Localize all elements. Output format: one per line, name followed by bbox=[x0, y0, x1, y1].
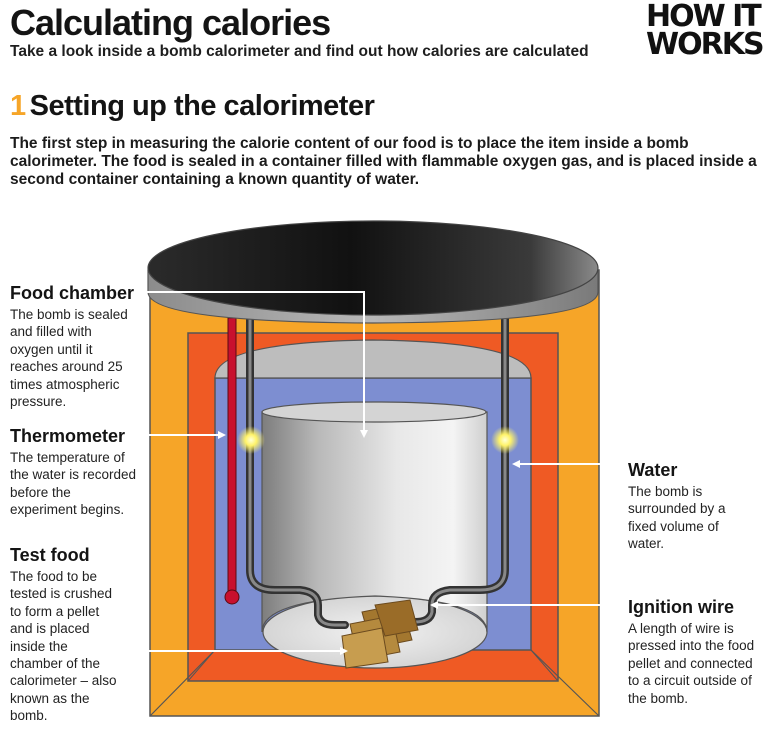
test-food-label: Test food The food to be tested is crush… bbox=[10, 545, 122, 725]
thermometer-label: Thermometer The temperature of the water… bbox=[10, 426, 140, 519]
test-food-title: Test food bbox=[10, 545, 90, 565]
food-chamber-label: Food chamber The bomb is sealed and fill… bbox=[10, 283, 138, 410]
perspective-line bbox=[530, 649, 600, 717]
wire-glow-right bbox=[491, 426, 519, 454]
food-chamber-text: The bomb is sealed and filled with oxyge… bbox=[10, 307, 128, 410]
ignition-wire-label: Ignition wire A length of wire is presse… bbox=[628, 597, 756, 707]
perspective-line bbox=[149, 649, 216, 717]
logo-line-1: HOW IT bbox=[646, 0, 762, 34]
food-chamber-title: Food chamber bbox=[10, 283, 135, 303]
ignition-wire-title: Ignition wire bbox=[628, 597, 734, 617]
intro-paragraph: The first step in measuring the calorie … bbox=[10, 135, 757, 188]
page-title: Calculating calories bbox=[10, 2, 331, 43]
thermometer-title: Thermometer bbox=[10, 426, 126, 446]
step-heading-text: Setting up the calorimeter bbox=[29, 90, 375, 122]
thermometer-tube bbox=[227, 317, 237, 597]
thermometer-text: The temperature of the water is recorded… bbox=[10, 450, 137, 518]
water-text: The bomb is surrounded by a fixed volume… bbox=[628, 484, 726, 552]
wire-left-core bbox=[248, 316, 347, 627]
ignition-wire-text: A length of wire is pressed into the foo… bbox=[628, 621, 755, 706]
wire-right-core bbox=[403, 316, 507, 624]
perspective-line bbox=[530, 649, 559, 682]
page-subtitle: Take a look inside a bomb calorimeter an… bbox=[10, 43, 589, 60]
calorimeter-lid bbox=[147, 220, 599, 316]
how-it-works-logo: HOW IT WORKS bbox=[646, 0, 765, 62]
water-label: Water The bomb is surrounded by a fixed … bbox=[628, 460, 728, 553]
bomb-top bbox=[261, 401, 487, 423]
step-number: 1 bbox=[10, 90, 26, 122]
food-chamber-pointer bbox=[137, 291, 368, 438]
test-food-text: The food to be tested is crushed to form… bbox=[10, 569, 117, 724]
logo-line-2: WORKS bbox=[646, 27, 765, 62]
water-title: Water bbox=[628, 460, 678, 480]
bomb-cylinder bbox=[261, 411, 488, 633]
wire-glow-left bbox=[237, 426, 265, 454]
test-food-pellet bbox=[341, 599, 419, 669]
perspective-line bbox=[187, 649, 216, 682]
thermometer-bulb bbox=[224, 589, 240, 605]
